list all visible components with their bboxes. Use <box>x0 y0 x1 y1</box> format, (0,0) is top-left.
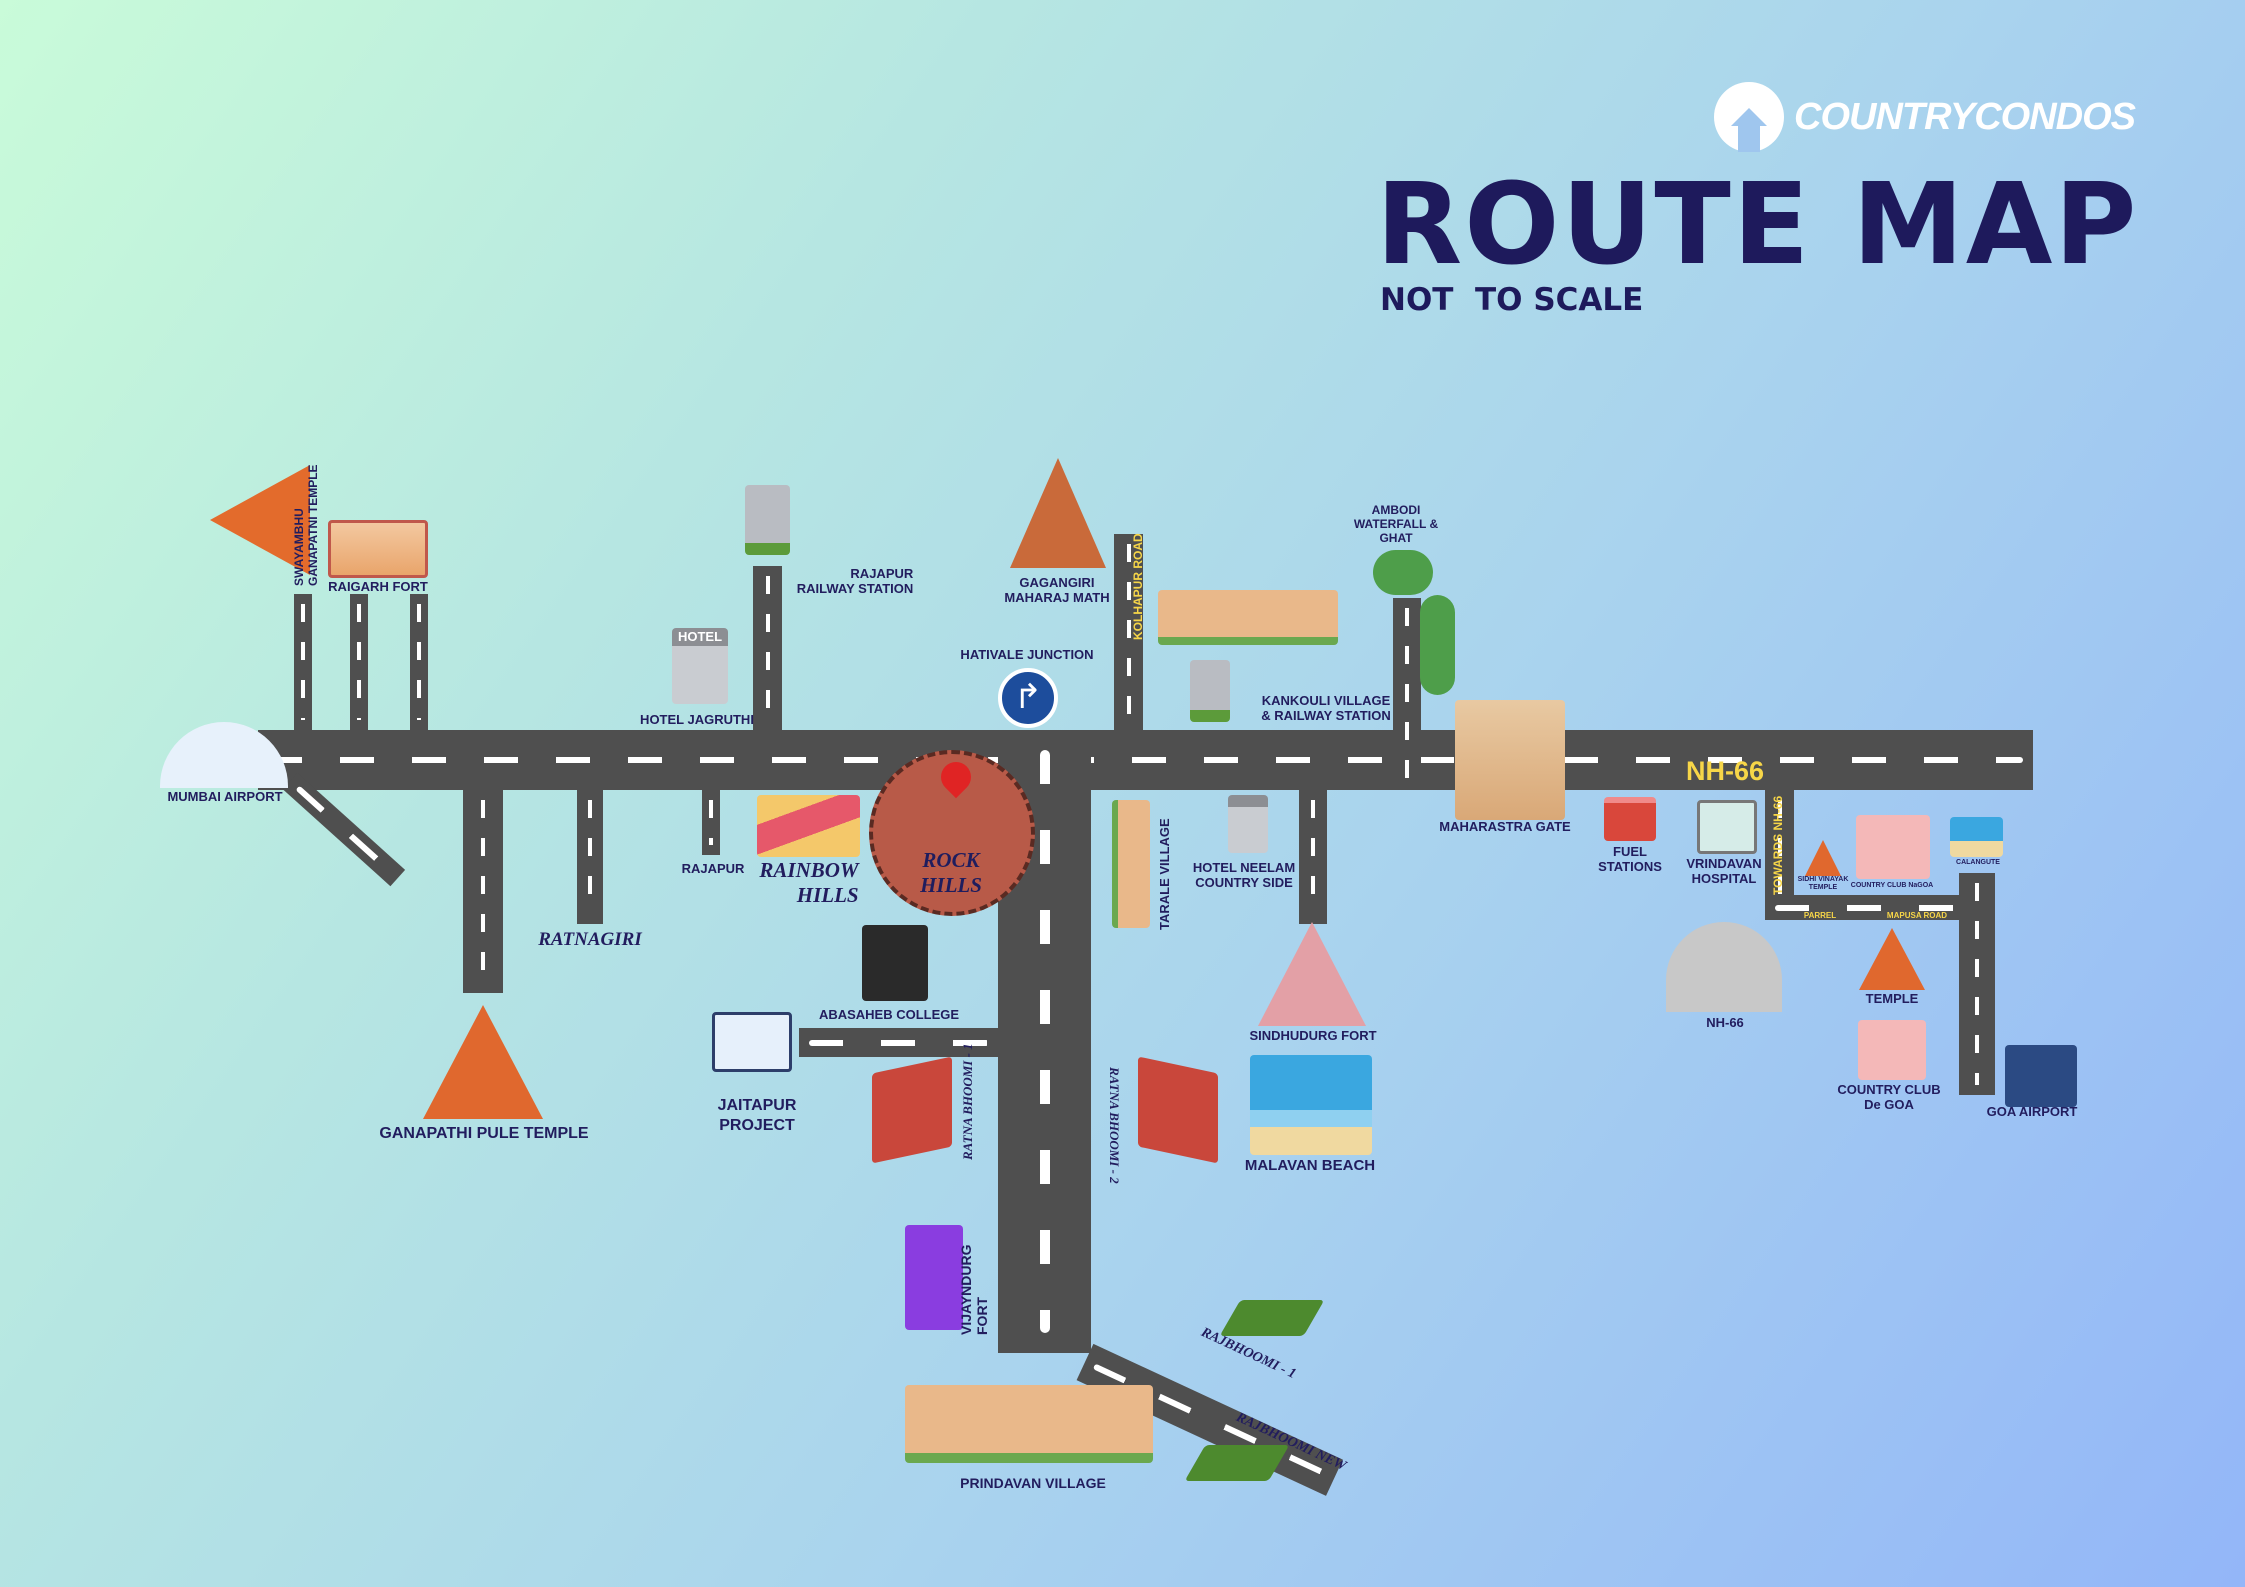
tarale-village-icon <box>1112 800 1150 928</box>
waterfall-icon <box>1373 550 1433 595</box>
road-mapusa <box>1765 895 1995 920</box>
label-vijayndurg-fort: VIJAYNDURG FORT <box>958 1244 990 1335</box>
logo-text: COUNTRYCONDOS <box>1794 95 2136 138</box>
maharastra-gate-icon <box>1455 700 1565 820</box>
sidhi-vinayak-temple-icon <box>1805 840 1841 876</box>
label-kankouli: KANKOULI VILLAGE& RAILWAY STATION <box>1261 693 1391 723</box>
hill-forest-icon <box>1420 595 1455 695</box>
road-ambodi <box>1393 598 1421 790</box>
brand-logo: COUNTRYCONDOS <box>1714 82 2136 152</box>
label-raigarh-fort: RAIGARH FORT <box>328 579 428 594</box>
label-parrel: PARREL <box>1803 911 1837 920</box>
village-icon <box>1158 590 1338 645</box>
label-abasaheb-college: ABASAHEB COLLEGE <box>818 1007 960 1022</box>
hotel-neelam-icon <box>1228 795 1268 853</box>
raigarh-fort-icon <box>328 520 428 578</box>
label-kolhapur-road: KOLHAPUR ROAD <box>1131 533 1145 640</box>
label-goa-airport: GOA AIRPORT <box>1986 1104 2078 1119</box>
label-prindavan-village: PRINDAVAN VILLAGE <box>960 1475 1106 1491</box>
label-nh66-flyover: NH-66 <box>1706 1015 1744 1030</box>
house-logo-icon <box>1714 82 1784 152</box>
malavan-beach-icon <box>1250 1055 1372 1155</box>
golf-cart-icon-2 <box>1858 1020 1926 1080</box>
label-swayambhu: SWAYAMBHU GANAPATNI TEMPLE <box>292 464 320 586</box>
hospital-icon <box>1697 800 1757 854</box>
blue-arrow-sign-icon: ↱ <box>998 668 1058 728</box>
ganapathi-pule-temple-icon <box>423 1005 543 1119</box>
label-hativale-junction[interactable]: HATIVALE JUNCTION <box>960 647 1094 662</box>
road-sindhudurg <box>1299 790 1327 924</box>
label-mapusa-road: MAPUSA ROAD <box>1886 911 1948 920</box>
prindavan-village-icon <box>905 1385 1153 1463</box>
flyover-icon <box>1666 922 1782 1012</box>
kankouli-train-icon <box>1190 660 1230 722</box>
road-kolhapur <box>1114 534 1143 730</box>
grass-plot-icon-2 <box>1184 1445 1290 1481</box>
road-goa-airport <box>1959 873 1995 1095</box>
label-hotel-jagruthi: HOTEL JAGRUTHI <box>640 712 754 727</box>
hotel-jagruthi-icon: HOTEL <box>672 628 728 704</box>
page-title: ROUTE MAP <box>1376 160 2139 290</box>
label-temple: TEMPLE <box>1865 991 1919 1006</box>
label-malavan-beach: MALAVAN BEACH <box>1244 1157 1376 1174</box>
road-raigarh-1 <box>350 594 368 730</box>
temple-icon <box>1859 928 1925 990</box>
label-calangute: CALANGUTE <box>1956 859 2000 866</box>
gagangiri-math-icon <box>1010 458 1106 568</box>
grass-plot-icon-1 <box>1219 1300 1325 1336</box>
road-swayambhu <box>294 594 312 730</box>
sindhudurg-fort-icon <box>1258 922 1366 1026</box>
abasaheb-college-icon <box>862 925 928 1001</box>
label-nh66-road: NH-66 <box>1685 756 1765 786</box>
ratna-bhoomi-1-icon <box>872 1056 952 1164</box>
ratna-bhoomi-2-icon <box>1138 1056 1218 1164</box>
calangute-beach-icon <box>1950 817 2003 857</box>
hotel-sign: HOTEL <box>677 629 723 644</box>
label-towards-nh66: TOWARDS NH-66 <box>1771 795 1785 895</box>
rainbow-hills-icon <box>757 795 860 857</box>
road-jaitapur <box>799 1028 999 1057</box>
location-pin-icon <box>934 755 978 799</box>
label-ratnagiri: RATNAGIRI <box>538 929 642 950</box>
label-ratna-bhoomi-1: RATNA BHOOMI - 1 <box>960 1043 975 1160</box>
label-ratna-bhoomi-2: RATNA BHOOMI - 2 <box>1107 1067 1122 1184</box>
road-ratnagiri <box>577 790 603 924</box>
label-ganapathi-pule: GANAPATHI PULE TEMPLE <box>379 1125 589 1142</box>
label-tarale-village: TARALE VILLAGE <box>1157 818 1172 930</box>
road-ganapathi-pule <box>463 790 503 993</box>
jaitapur-board-icon <box>712 1012 792 1072</box>
road-rajapur-station <box>753 566 782 730</box>
train-icon <box>745 485 790 555</box>
label-maharastra-gate: MAHARASTRA GATE <box>1439 819 1571 834</box>
golf-cart-icon-1 <box>1856 815 1930 879</box>
fuel-station-icon <box>1604 797 1656 841</box>
label-rajapur: RAJAPUR <box>681 861 745 876</box>
page-subtitle: NOT TO SCALE <box>1380 282 1644 318</box>
vijayndurg-fort-icon <box>905 1225 963 1330</box>
road-rajapur <box>702 790 720 855</box>
label-country-club-nagoa: COUNTRY CLUB NaGOA <box>1850 882 1934 889</box>
label-mumbai-airport: MUMBAI AIRPORT <box>167 789 283 804</box>
main-highway <box>258 730 2033 790</box>
rock-hills-marker[interactable] <box>869 750 1035 916</box>
goa-airport-icon <box>2005 1045 2077 1107</box>
label-sindhudurg-fort: SINDHUDURG FORT <box>1249 1028 1377 1043</box>
road-raigarh-2 <box>410 594 428 730</box>
